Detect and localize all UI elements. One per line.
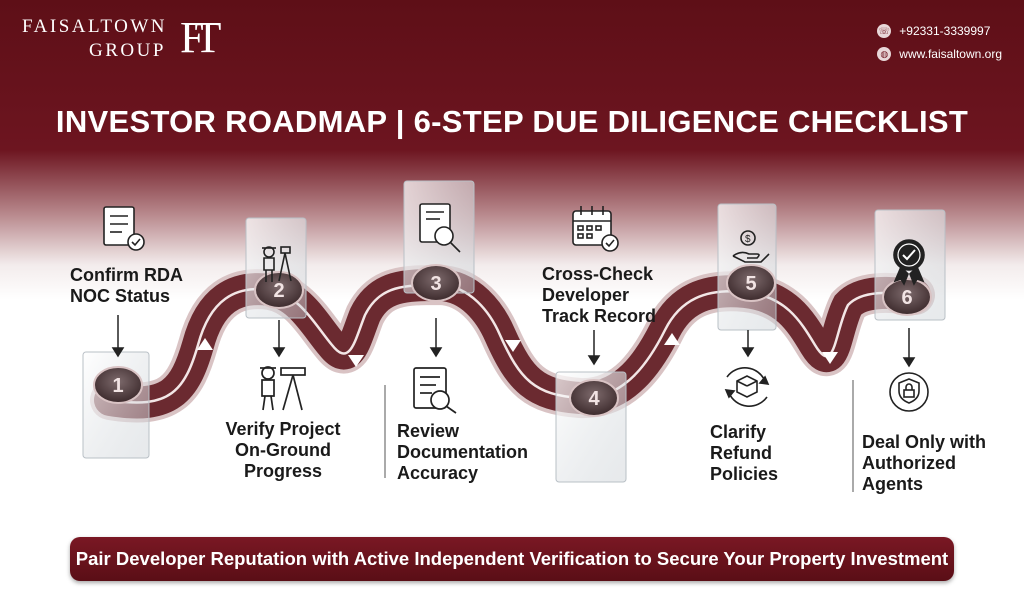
step-discs xyxy=(93,264,932,417)
calendar-icon xyxy=(572,206,619,252)
step-4-label: Cross-Check Developer Track Record xyxy=(542,264,656,327)
step-2-label: Verify Project On-Ground Progress xyxy=(224,419,342,482)
step-6-line-2: Authorized xyxy=(862,453,956,473)
step-number-6: 6 xyxy=(901,287,912,309)
surveyor-icon-large xyxy=(260,366,306,411)
step-4-line-2: Developer xyxy=(542,285,630,305)
phone-number: +92331-3339997 xyxy=(899,24,991,38)
step-disc-3 xyxy=(411,264,461,302)
arrow-down-3 xyxy=(505,340,521,352)
checklist-icon xyxy=(103,206,145,251)
step-2-line-3: Progress xyxy=(243,461,323,481)
svg-text:$: $ xyxy=(745,234,751,245)
step-5-line-1: Clarify xyxy=(710,422,767,442)
step-1-line-1: Confirm RDA xyxy=(70,265,183,285)
step-number-3: 3 xyxy=(430,273,441,295)
step-6-label: Deal Only with Authorized Agents xyxy=(862,432,986,495)
step-2-line-1: Verify Project xyxy=(225,419,341,439)
step-5-line-3: Policies xyxy=(710,464,779,484)
step-disc-1 xyxy=(93,366,143,404)
page-title: INVESTOR ROADMAP | 6-STEP DUE DILIGENCE … xyxy=(55,104,969,139)
step-6-line-3: Agents xyxy=(862,474,924,494)
step-number-5: 5 xyxy=(745,273,756,295)
step-1-line-2: NOC Status xyxy=(70,286,171,306)
document-search-icon xyxy=(419,203,461,253)
website-link: www.faisaltown.org xyxy=(899,47,1002,61)
step-4-line-1: Cross-Check xyxy=(542,264,654,284)
step-disc-5 xyxy=(726,264,776,302)
document-search-icon-large xyxy=(413,367,457,414)
step-number-1: 1 xyxy=(112,375,123,397)
footer-banner: Pair Developer Reputation with Active In… xyxy=(70,537,954,581)
arrow-down-5 xyxy=(822,352,838,364)
globe-icon: ◍ xyxy=(877,47,892,61)
step-1-label: Confirm RDA NOC Status xyxy=(70,265,183,307)
step-2-line-2: On-Ground xyxy=(235,440,331,460)
step-5-line-2: Refund xyxy=(710,443,772,463)
step-3-line-2: Documentation xyxy=(397,442,529,462)
step-5-label: Clarify Refund Policies xyxy=(710,422,778,485)
step-disc-6 xyxy=(882,278,932,316)
badge-check-icon xyxy=(893,239,925,286)
step-3-line-1: Review xyxy=(397,421,460,441)
direction-arrows xyxy=(197,333,838,367)
phone-icon: ☏ xyxy=(877,24,892,38)
lock-shield-icon xyxy=(889,372,929,412)
money-hand-icon: $ xyxy=(732,230,770,263)
phone-row[interactable]: ☏ +92331-3339997 xyxy=(877,24,1002,38)
contact-block: ☏ +92331-3339997 ◍ www.faisaltown.org xyxy=(877,24,1002,70)
refund-box-icon xyxy=(724,367,770,407)
step-3-line-3: Accuracy xyxy=(397,463,479,483)
step-disc-4 xyxy=(569,379,619,417)
step-3-label: Review Documentation Accuracy xyxy=(397,421,528,484)
step-number-4: 4 xyxy=(588,388,600,410)
brand-line-2: GROUP xyxy=(89,40,166,61)
brand-name: FAISALTOWN GROUP xyxy=(22,16,167,62)
step-number-2: 2 xyxy=(273,280,284,302)
arrow-up-1 xyxy=(197,338,213,350)
arrow-up-4 xyxy=(664,333,680,345)
brand-line-1: FAISALTOWN xyxy=(22,16,167,37)
arrow-down-2 xyxy=(348,355,364,367)
website-row[interactable]: ◍ www.faisaltown.org xyxy=(877,47,1002,61)
step-6-line-1: Deal Only with xyxy=(862,432,987,452)
step-4-line-3: Track Record xyxy=(542,306,657,326)
surveyor-icon xyxy=(262,246,292,282)
